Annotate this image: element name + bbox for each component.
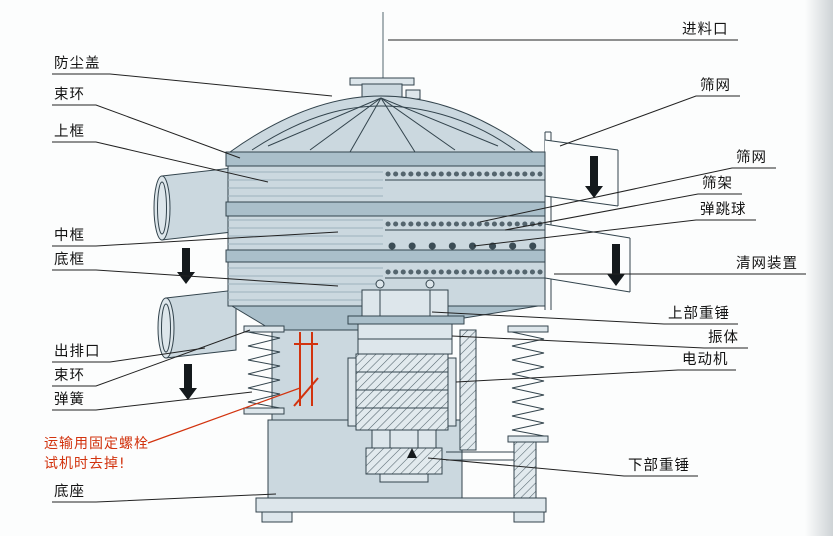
leader-screen-frame	[504, 193, 742, 231]
label-lower-weight: 下部重锤	[628, 457, 690, 474]
lower-weight-block	[365, 447, 443, 475]
motor-body	[355, 353, 449, 431]
left-labels: 防尘盖 束环 上框 中框 底框 出排口 束环 弹簧 运输用固定螺栓 试机时去掉!…	[44, 55, 149, 500]
frame-stack	[225, 151, 546, 331]
leader-dust-cover	[52, 73, 333, 97]
label-dust-cover: 防尘盖	[54, 55, 101, 72]
label-clamp-ring-bottom: 束环	[54, 367, 85, 384]
dust-cover-dome	[228, 95, 535, 153]
leader-vibrating-body	[451, 335, 748, 349]
label-screen-mesh-2: 筛网	[736, 149, 767, 166]
label-middle-frame: 中框	[54, 227, 85, 244]
label-vibrating-body: 振体	[708, 329, 739, 346]
label-discharge-outlet: 出排口	[54, 343, 101, 360]
leader-bottom-frame	[52, 269, 339, 287]
leader-upper-frame	[52, 141, 269, 183]
leader-upper-weight	[431, 311, 738, 325]
label-bouncing-ball: 弹跳球	[700, 201, 747, 218]
label-transport-bolt-line1: 运输用固定螺栓	[44, 436, 149, 452]
clamp-band-lower	[225, 249, 546, 263]
lower-weight-pointer-icon	[407, 448, 417, 458]
screen-mesh-rows	[385, 171, 546, 279]
leader-screen-mesh-1	[559, 95, 740, 147]
flow-arrows	[177, 156, 625, 400]
label-upper-frame: 上框	[54, 123, 85, 140]
leader-discharge-outlet	[52, 347, 206, 363]
feed-inlet-pipe	[349, 77, 421, 100]
label-bottom-frame: 底框	[54, 251, 85, 268]
leader-screen-mesh-2	[479, 167, 776, 223]
right-spring	[507, 325, 549, 499]
right-support-column	[513, 441, 537, 499]
label-screen-mesh-1: 筛网	[700, 77, 731, 94]
label-motor: 电动机	[682, 351, 729, 368]
vibrator-motor-assembly	[347, 279, 514, 483]
transport-fixing-bolt	[293, 332, 319, 407]
motor-support-bracket	[459, 329, 477, 451]
coupling-block	[371, 429, 437, 449]
label-net-cleaning-device: 清网装置	[736, 255, 798, 272]
label-base: 底座	[54, 483, 85, 500]
weight-stud-left	[375, 279, 385, 289]
leader-clamp-ring-top	[52, 104, 241, 159]
flow-arrow-right-upper	[585, 156, 603, 198]
label-spring: 弹簧	[54, 391, 85, 408]
label-clamp-ring-top: 束环	[54, 86, 85, 103]
label-screen-frame: 筛架	[702, 175, 733, 192]
motor-fin-left	[347, 357, 357, 427]
leader-motor	[455, 369, 736, 383]
leader-bouncing-ball	[473, 219, 756, 247]
leader-lines	[52, 39, 806, 503]
weight-stud-right	[425, 279, 435, 289]
right-labels: 进料口 筛网 筛网 筛架 弹跳球 清网装置 上部重锤 振体 电动机 下部重锤	[628, 21, 798, 474]
leader-spring	[52, 391, 253, 411]
left-outlet-spout-upper	[153, 167, 233, 241]
left-spring	[243, 325, 285, 415]
label-upper-weight: 上部重锤	[668, 305, 730, 322]
flow-arrow-right-lower	[607, 244, 625, 286]
label-feed-inlet: 进料口	[682, 21, 729, 38]
leader-transport-bolt	[147, 387, 301, 444]
leader-base	[52, 493, 277, 503]
clamp-band-top	[225, 151, 546, 167]
discharge-outlet-spout	[157, 289, 237, 359]
flow-arrow-left-lower	[179, 364, 197, 400]
mount-plate	[347, 315, 465, 325]
leader-middle-frame	[52, 231, 339, 247]
right-chute-upper	[544, 139, 619, 207]
leader-clamp-ring-bottom	[52, 329, 251, 387]
flow-arrow-left-upper	[177, 248, 195, 284]
motor-fin-right	[447, 357, 457, 427]
clamp-band-middle	[225, 201, 546, 217]
leader-lower-weight	[427, 457, 698, 477]
label-transport-bolt-line2: 试机时去掉!	[44, 456, 126, 472]
